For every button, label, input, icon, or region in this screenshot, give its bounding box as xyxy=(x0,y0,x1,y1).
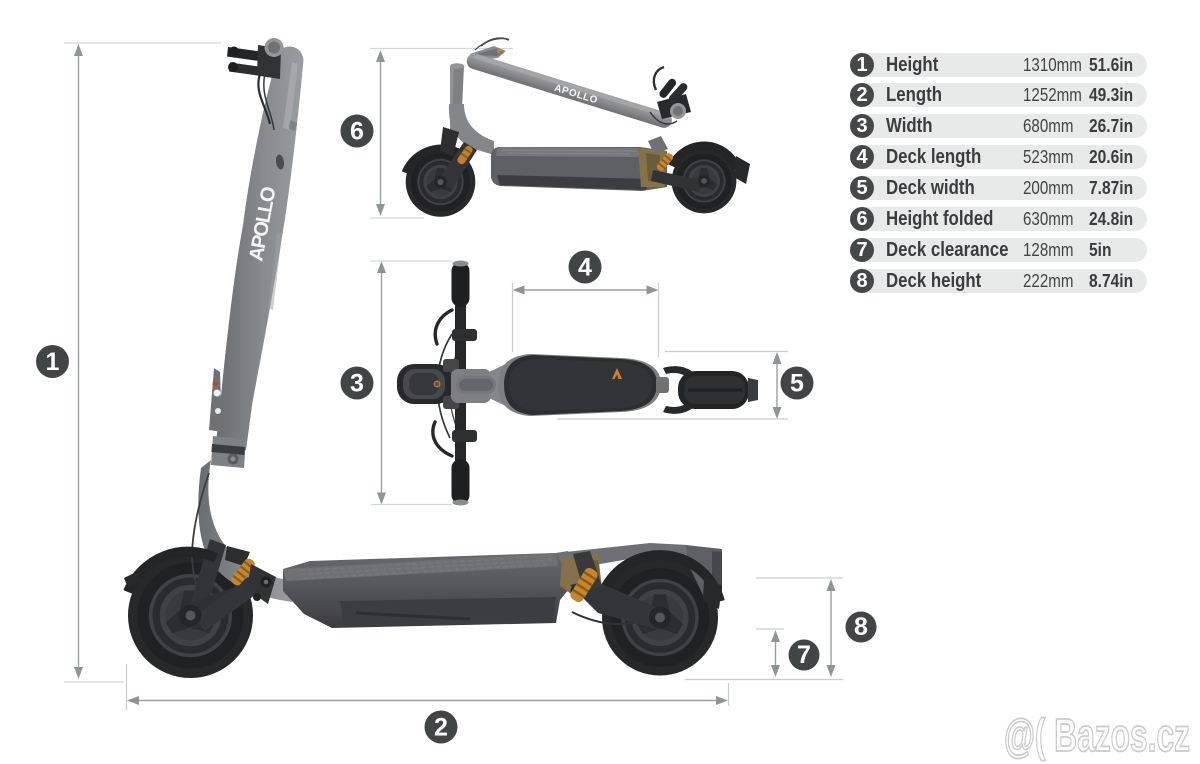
svg-text:8: 8 xyxy=(854,613,868,641)
svg-text:3: 3 xyxy=(350,370,364,398)
svg-text:@( Bazos.cz: @( Bazos.cz xyxy=(1004,709,1190,761)
svg-text:4: 4 xyxy=(578,254,592,282)
svg-text:5: 5 xyxy=(790,370,804,398)
svg-text:6: 6 xyxy=(350,118,364,146)
svg-text:7: 7 xyxy=(797,641,811,669)
svg-text:2: 2 xyxy=(434,714,448,742)
svg-text:1: 1 xyxy=(46,348,60,376)
